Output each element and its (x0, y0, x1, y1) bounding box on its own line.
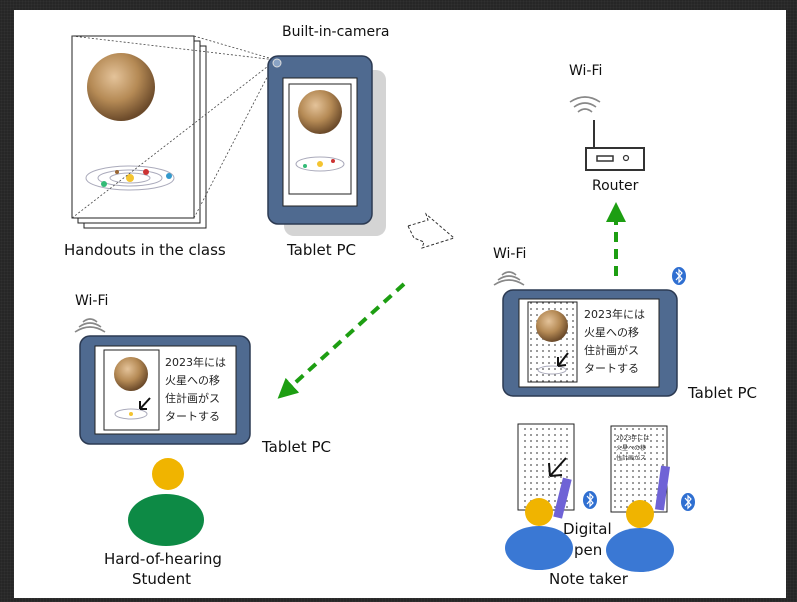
svg-text:タートする: タートする (584, 362, 639, 375)
wifi-icon (493, 271, 525, 286)
tablet-right-label: Tablet PC (687, 384, 757, 402)
svg-text:住計画がス: 住計画がス (616, 454, 646, 462)
note-paper-right: 2023年には 火星への移 住計画がス (610, 425, 671, 513)
handouts-stack (71, 35, 207, 229)
arrow-to-student (277, 282, 406, 399)
right-wifi-label: Wi-Fi (493, 246, 526, 262)
student-label-line1: Hard-of-hearing (104, 550, 222, 568)
note-taker-label: Note taker (549, 570, 629, 588)
svg-text:2023年には: 2023年には (165, 355, 226, 369)
digital-pen-label-line2: pen (574, 541, 602, 559)
person-icon (505, 498, 573, 570)
tablet-left-label: Tablet PC (261, 438, 331, 456)
right-screen-text: 2023年には 火星への移 住計画がス タートする (584, 307, 645, 375)
svg-text:2023年には: 2023年には (584, 307, 645, 321)
dashed-arrow (407, 212, 456, 249)
projection-lines (71, 35, 277, 219)
digital-pen-label-line1: Digital (563, 520, 612, 538)
wifi-icon (74, 318, 106, 333)
camera-icon (272, 58, 282, 68)
note-paper-left (517, 423, 575, 519)
tablet-top-label: Tablet PC (286, 241, 356, 259)
solar-system-image (85, 165, 175, 191)
svg-text:火星への移: 火星への移 (584, 326, 639, 339)
svg-text:タートする: タートする (165, 410, 220, 423)
svg-text:住計画がス: 住計画がス (584, 343, 639, 357)
person-icon (606, 500, 674, 572)
tablet-left (79, 335, 251, 445)
wifi-icon (569, 96, 601, 113)
router-icon (585, 120, 645, 171)
tablet-top (267, 55, 386, 236)
student-label-line2: Student (132, 570, 191, 588)
svg-text:住計画がス: 住計画がス (165, 391, 220, 405)
mars-image (87, 53, 155, 121)
camera-label: Built-in-camera (282, 24, 389, 40)
router-label: Router (592, 178, 639, 194)
tablet-right (502, 289, 678, 397)
left-wifi-label: Wi-Fi (75, 293, 108, 309)
bluetooth-icon (583, 491, 597, 509)
person-icon (128, 458, 204, 546)
bluetooth-icon (672, 267, 686, 285)
bluetooth-icon (681, 493, 695, 511)
svg-text:2023年には: 2023年には (616, 434, 649, 442)
svg-text:火星への移: 火星への移 (616, 444, 646, 452)
handouts-label: Handouts in the class (64, 241, 226, 259)
left-screen-text: 2023年には 火星への移 住計画がス タートする (165, 355, 226, 423)
svg-text:火星への移: 火星への移 (165, 374, 220, 387)
router-wifi-label: Wi-Fi (569, 63, 602, 79)
